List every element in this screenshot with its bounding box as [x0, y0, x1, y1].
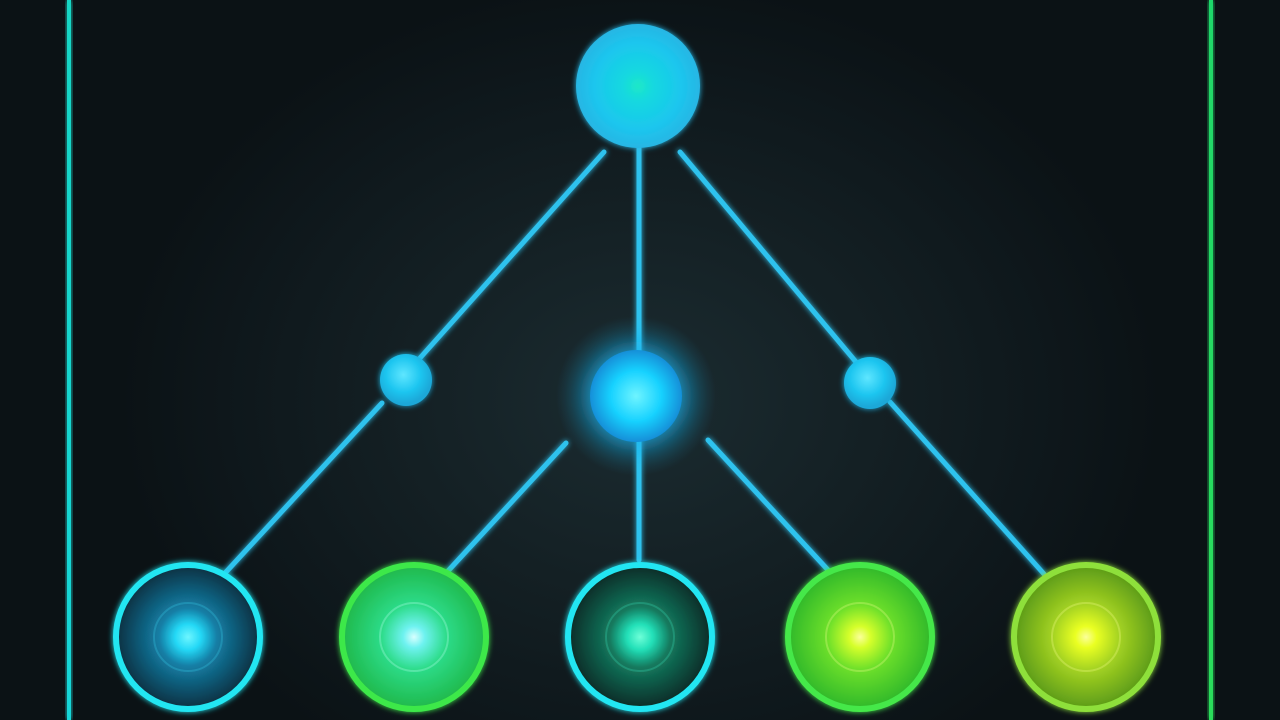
- frame-left-line: [67, 0, 71, 720]
- left-hub-node: [380, 354, 432, 406]
- edge-center-hub-leaf-2: [445, 440, 569, 574]
- edge-root-right-hub: [677, 149, 859, 365]
- edge-root-left-hub: [417, 149, 607, 361]
- edge-right-hub-leaf-5: [887, 399, 1047, 577]
- leaf-node-4: [785, 562, 935, 712]
- edge-left-hub-leaf-1: [223, 400, 385, 575]
- edge-center-hub-leaf-4: [705, 437, 831, 573]
- leaf-node-2: [339, 562, 489, 712]
- leaf-node-3: [565, 562, 715, 712]
- center-hub-node: [590, 350, 682, 442]
- frame-right-line: [1209, 0, 1213, 720]
- right-hub-node: [844, 357, 896, 409]
- leaf-node-5: [1011, 562, 1161, 712]
- root-node: [576, 24, 700, 148]
- leaf-node-1: [113, 562, 263, 712]
